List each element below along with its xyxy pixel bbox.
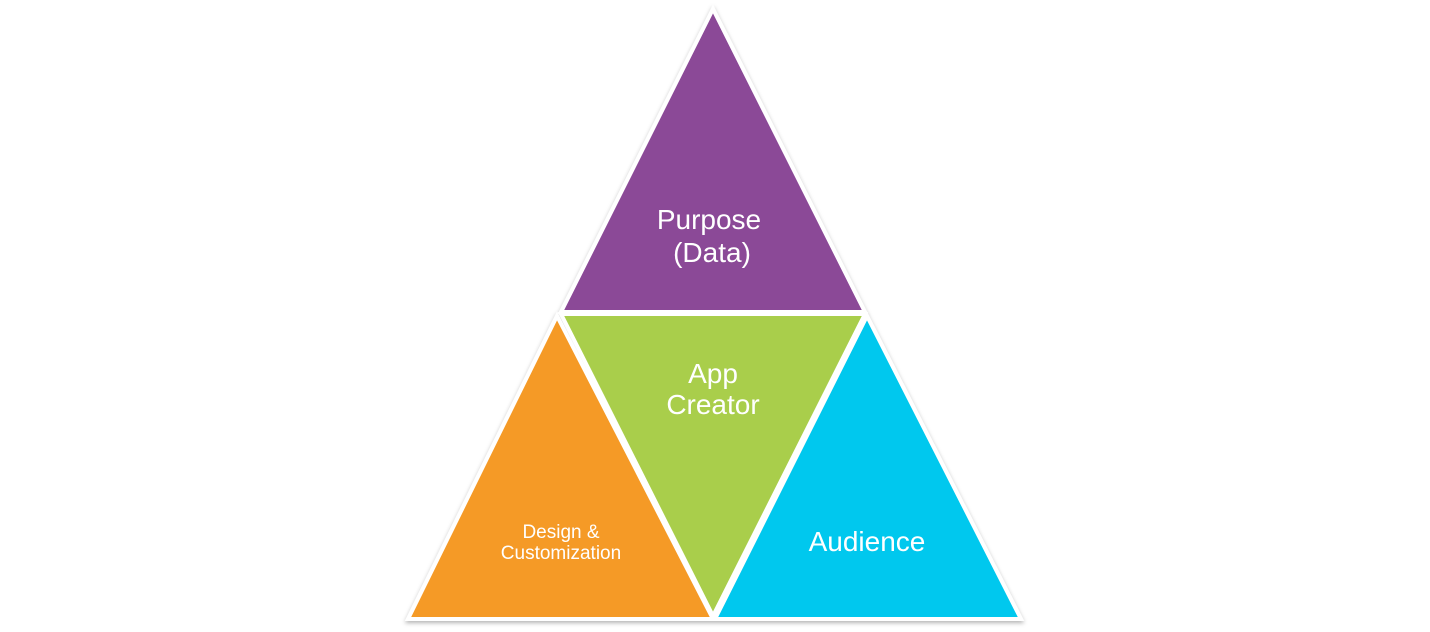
design-label-line1: Design & xyxy=(522,522,599,543)
purpose-label-line2: (Data) xyxy=(673,237,751,268)
app-creator-label-line1: App xyxy=(688,358,738,389)
app-creator-triangle xyxy=(557,312,869,621)
audience-triangle xyxy=(711,311,1025,621)
app-creator-label-line2: Creator xyxy=(666,389,759,420)
audience-label: Audience xyxy=(809,526,926,557)
design-label-line2: Customization xyxy=(501,543,621,564)
design-customization-triangle xyxy=(404,311,717,621)
purpose-label-line1: Purpose xyxy=(657,204,761,235)
